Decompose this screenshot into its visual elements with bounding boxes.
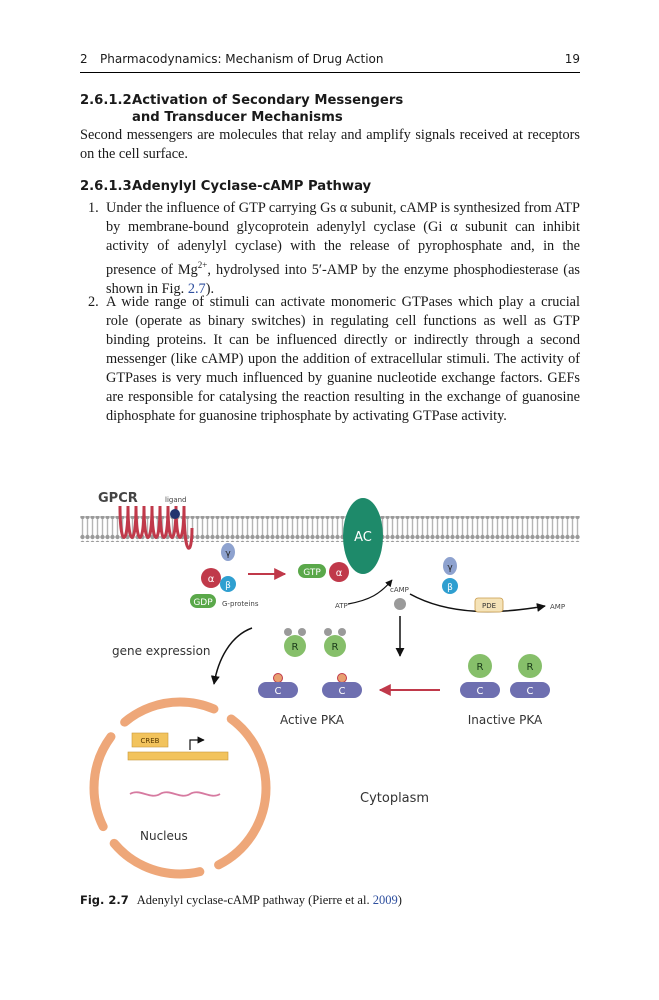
caption-text: Adenylyl cyclase-cAMP pathway (Pierre et… — [136, 893, 373, 907]
section-paragraph: Second messengers are molecules that rel… — [80, 127, 580, 162]
amp-label: AMP — [550, 603, 565, 611]
figure-ref-link[interactable]: 2.7 — [187, 280, 206, 297]
beta-subunit — [220, 576, 236, 592]
gene-expression-label: gene expression — [112, 644, 211, 658]
text-run: Under the influence of GTP carrying Gs α… — [106, 200, 580, 278]
c-label: C — [477, 686, 484, 697]
atp-to-camp-arrow — [347, 579, 393, 605]
pka-regulatory-subunit — [284, 635, 306, 657]
pka-regulatory-subunit — [324, 635, 346, 657]
citation-link[interactable]: 2009 — [372, 893, 398, 907]
gtp-label: GTP — [303, 568, 321, 578]
r-label: R — [332, 642, 339, 653]
nucleus: CREB Nucleus — [89, 697, 271, 879]
list-marker: 1. — [88, 200, 99, 216]
catalytic-site — [337, 673, 347, 683]
ligand-label: ligand — [165, 496, 187, 504]
pka-catalytic-subunit — [322, 682, 362, 698]
gamma-subunit — [221, 543, 235, 561]
figure-adenylyl-cyclase-pathway: GPCR ligand γ α β GDP G-proteins GTP α A… — [80, 488, 580, 883]
active-pka: R R C C Active PKA — [258, 628, 362, 727]
nucleus-label: Nucleus — [140, 829, 188, 843]
beta-label: β — [225, 581, 231, 591]
camp-bound — [324, 628, 332, 636]
chapter-number: 2 — [80, 52, 88, 66]
section-title-line1: Activation of Secondary Messengers — [132, 93, 404, 108]
camp-label: cAMP — [390, 586, 409, 594]
text-run: ). — [205, 280, 215, 297]
section-title: Adenylyl Cyclase-cAMP Pathway — [132, 179, 372, 194]
list-item-1: 1. Under the influence of GTP carrying G… — [80, 199, 580, 299]
pde-label: PDE — [482, 602, 496, 610]
creb-label: CREB — [141, 737, 160, 745]
alpha-gtp-label: α — [336, 568, 343, 579]
nuclear-envelope — [89, 697, 271, 879]
creb-protein — [131, 732, 169, 748]
pka-regulatory-subunit — [468, 654, 492, 678]
list-marker: 2. — [88, 294, 99, 310]
alpha-label: α — [208, 574, 215, 585]
list-item-2: 2. A wide range of stimuli can activate … — [80, 293, 580, 426]
superscript: 2+ — [197, 260, 208, 270]
gtp-molecule — [298, 564, 326, 578]
gene-expression-arrow — [210, 627, 253, 685]
camp-molecule — [394, 598, 406, 610]
gdp-molecule — [190, 594, 216, 608]
c-label: C — [527, 686, 534, 697]
g-proteins-label: G-proteins — [222, 600, 259, 608]
camp-bound — [338, 628, 346, 636]
pathway-diagram: GPCR ligand γ α β GDP G-proteins GTP α A… — [80, 491, 580, 879]
pka-regulatory-subunit — [518, 654, 542, 678]
beta-right-label: β — [447, 583, 453, 593]
pka-catalytic-subunit — [258, 682, 298, 698]
figure-caption: Fig. 2.7 Adenylyl cyclase-cAMP pathway (P… — [80, 893, 402, 908]
inactive-pka-label: Inactive PKA — [468, 713, 543, 727]
ac-label: AC — [354, 530, 372, 545]
alpha-gtp-subunit — [329, 562, 349, 582]
text-run: , hydrolysed into 5′-AMP by the enzyme p… — [106, 261, 580, 297]
pde-enzyme — [474, 597, 504, 613]
gpcr-label: GPCR — [98, 491, 138, 506]
header-rule — [80, 72, 580, 73]
section-title-line2: and Transducer Mechanisms — [132, 110, 343, 125]
gamma-subunit-right — [443, 557, 457, 575]
inactive-pka: R R C C Inactive PKA — [460, 654, 550, 727]
ligand-dot — [170, 509, 180, 519]
mrna-strand — [129, 791, 221, 797]
beta-subunit-right — [442, 578, 458, 594]
active-pka-label: Active PKA — [280, 713, 345, 727]
adenylyl-cyclase — [343, 498, 383, 574]
chapter-title: Pharmacodynamics: Mechanism of Drug Acti… — [100, 52, 384, 66]
caption-text-end: ) — [397, 893, 402, 907]
alpha-subunit — [201, 568, 221, 588]
section-heading-2-6-1-3: 2.6.1.3Adenylyl Cyclase-cAMP Pathway — [80, 178, 371, 195]
atp-label: ATP — [335, 602, 348, 610]
cytoplasm-label: Cytoplasm — [360, 791, 429, 806]
list-item-text: A wide range of stimuli can activate mon… — [106, 294, 580, 424]
gpcr-receptor — [118, 505, 194, 550]
caption-label: Fig. 2.7 — [80, 893, 129, 907]
pka-catalytic-subunit — [510, 682, 550, 698]
gdp-label: GDP — [193, 598, 213, 608]
r-label: R — [527, 662, 534, 673]
page-number: 19 — [564, 52, 580, 66]
gamma-right-label: γ — [447, 563, 453, 573]
c-label: C — [275, 686, 282, 697]
gamma-label: γ — [225, 549, 231, 559]
catalytic-site — [273, 673, 283, 683]
camp-bound — [284, 628, 292, 636]
list-item-text: Under the influence of GTP carrying Gs α… — [106, 199, 580, 299]
section-number: 2.6.1.2 — [80, 93, 132, 108]
r-label: R — [292, 642, 299, 653]
section-number: 2.6.1.3 — [80, 179, 132, 194]
c-label: C — [339, 686, 346, 697]
transcription-arrow — [189, 736, 205, 750]
camp-bound — [298, 628, 306, 636]
section-heading-2-6-1-2: 2.6.1.2Activation of Secondary Messenger… — [80, 92, 403, 126]
running-header: 2 Pharmacodynamics: Mechanism of Drug Ac… — [80, 52, 580, 70]
r-label: R — [477, 662, 484, 673]
pka-catalytic-subunit — [460, 682, 500, 698]
dna-segment — [127, 751, 229, 761]
